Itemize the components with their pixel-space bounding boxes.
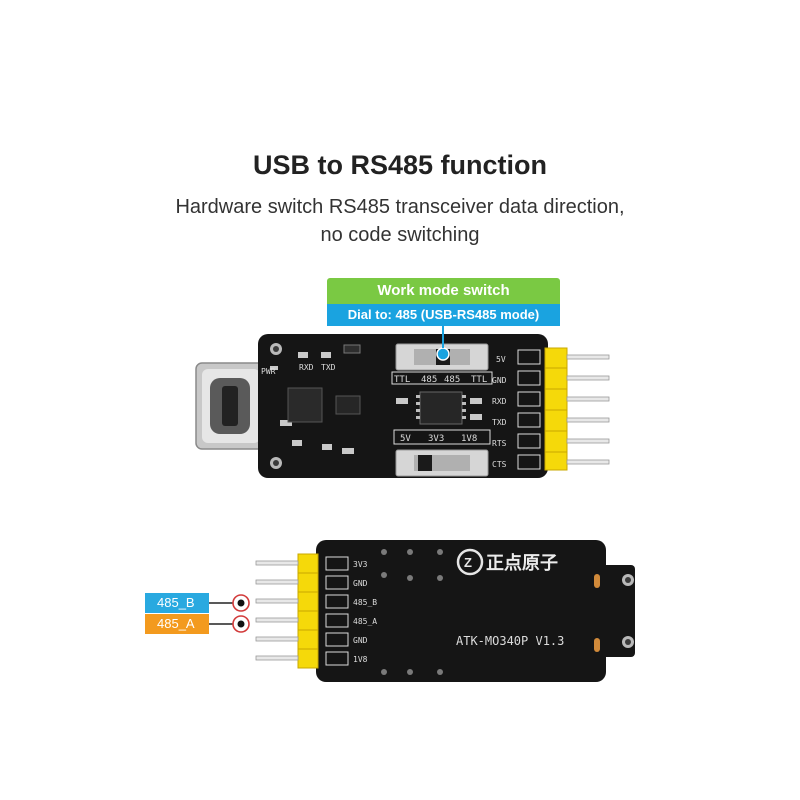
brand-name: 正点原子 — [486, 552, 558, 573]
smd-part — [343, 344, 361, 354]
vias — [381, 549, 443, 675]
smd-part — [470, 398, 482, 404]
led-label-rxd: RXD — [299, 363, 314, 372]
page-title: USB to RS485 function — [252, 150, 548, 180]
top-pin-labels: 5V GND RXD TXD RTS CTS — [492, 355, 507, 469]
smd-part — [322, 444, 332, 450]
pin-pads — [517, 349, 541, 470]
pin-label: 3V3 — [353, 560, 368, 569]
rs485-transceiver-chip — [419, 391, 463, 425]
switch-silk-box — [391, 371, 493, 385]
tag-485-a: 485_A — [145, 614, 209, 634]
smd-pad — [594, 574, 600, 588]
pin-label: RXD — [492, 397, 507, 406]
pin-label: 485_B — [353, 598, 377, 607]
mount-hole-inner — [273, 460, 279, 466]
switch-label-ttl-right: TTL — [471, 375, 487, 385]
tag-485-b: 485_B — [145, 593, 209, 613]
smd-part — [280, 420, 292, 426]
header-pins-bottom — [255, 560, 299, 661]
smd-part — [270, 366, 278, 370]
chip-pins — [416, 395, 466, 419]
smd-part — [292, 440, 302, 446]
mount-hole-inner — [273, 346, 279, 352]
mode-switch-indicator — [436, 347, 450, 361]
model-number: ATK-MO340P V1.3 — [456, 634, 564, 648]
voltage-silk-box — [393, 429, 491, 445]
bottom-pcb — [316, 540, 606, 682]
pin-header-dividers — [298, 572, 318, 650]
usb-c-tongue — [222, 386, 238, 426]
switch-label-485-right: 485 — [444, 375, 460, 385]
bottom-pin-labels: 3V3 GND 485_B 485_A GND 1V8 — [353, 560, 377, 664]
pin-label: 485_A — [353, 617, 377, 626]
smd-part — [342, 448, 354, 454]
pin-label: GND — [492, 376, 507, 385]
work-mode-callout-detail: Dial to: 485 (USB-RS485 mode) — [327, 304, 560, 326]
pin-label: RTS — [492, 439, 507, 448]
smd-part — [298, 352, 308, 358]
brand-logo-glyph: Z — [464, 555, 472, 570]
led-label-txd: TXD — [321, 363, 336, 372]
work-mode-callout-title: Work mode switch — [327, 278, 560, 304]
voltage-label-3v3: 3V3 — [428, 434, 444, 444]
pin-label: 1V8 — [353, 655, 368, 664]
pin-label: TXD — [492, 418, 507, 427]
pin-pads — [325, 556, 349, 666]
mount-hole-inner — [625, 639, 631, 645]
mount-hole-inner — [625, 577, 631, 583]
smd-part — [396, 398, 408, 404]
subtitle-line-2: no code switching — [320, 224, 480, 246]
pin-label: GND — [353, 636, 368, 645]
marker-dot-485b — [237, 599, 245, 607]
top-board: PWR RXD TXD TTL 485 485 TTL 5V 3V3 1V8 — [195, 326, 610, 478]
usb-uart-chip — [287, 387, 323, 423]
voltage-label-1v8: 1V8 — [461, 434, 477, 444]
bottom-board: Z 正点原子 ATK-MO340P V1.3 3V3 GND 485_B 485… — [209, 540, 635, 682]
smd-pad — [594, 638, 600, 652]
pin-label: CTS — [492, 460, 507, 469]
smd-part — [321, 352, 331, 358]
regulator-chip — [335, 395, 361, 415]
switch-label-485-left: 485 — [421, 375, 437, 385]
pin-header-top — [544, 347, 568, 471]
page-subtitle: Hardware switch RS485 transceiver data d… — [0, 193, 800, 249]
pin-label: 5V — [496, 355, 506, 364]
pin-header-dividers — [545, 367, 567, 453]
pin-label: GND — [353, 579, 368, 588]
brand-logo-icon — [456, 548, 484, 576]
voltage-label-5v: 5V — [400, 434, 411, 444]
subtitle-line-1: Hardware switch RS485 transceiver data d… — [175, 196, 625, 218]
smd-part — [470, 414, 482, 420]
switch-label-ttl-left: TTL — [394, 375, 410, 385]
header-pins-top — [566, 354, 610, 465]
marker-dot-485a — [237, 620, 245, 628]
voltage-switch-knob — [418, 455, 432, 471]
led-label-pwr: PWR — [261, 367, 276, 376]
